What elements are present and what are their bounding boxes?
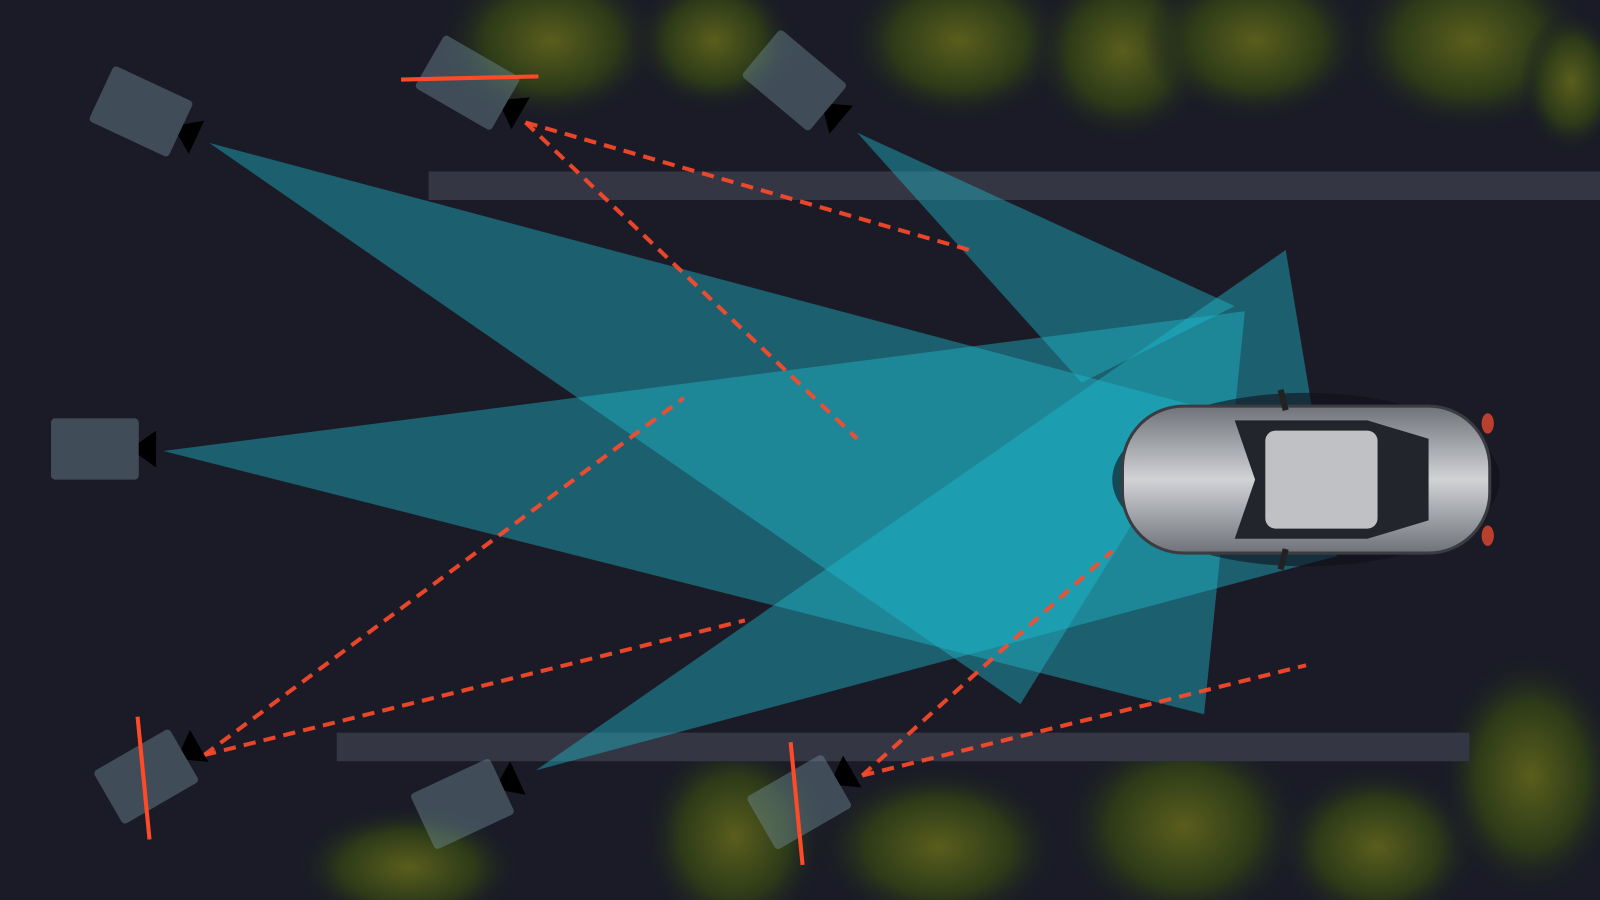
- ray: [524, 120, 970, 252]
- ray: [860, 549, 1114, 778]
- beam-left: [163, 311, 1245, 715]
- beam-top-left: [209, 142, 1205, 705]
- trees-top: [438, 0, 1600, 154]
- camera-beams: [163, 132, 1337, 771]
- beam-top-right: [857, 132, 1235, 383]
- ray: [861, 663, 1307, 778]
- ray: [524, 120, 859, 441]
- lane-line-top: [428, 171, 1600, 200]
- camera-off-icon-bottom-right: [745, 742, 868, 866]
- trees-bottom: [295, 653, 1600, 900]
- car: [1112, 389, 1500, 571]
- ray: [203, 618, 746, 758]
- camera-off-icon-top-mid: [401, 34, 539, 140]
- lane-line-bottom: [336, 732, 1470, 762]
- ray: [202, 396, 685, 757]
- beam-bottom-mid: [535, 250, 1337, 771]
- blocked-rays: [202, 120, 1307, 778]
- camera-off-icon-bottom-left: [92, 716, 215, 840]
